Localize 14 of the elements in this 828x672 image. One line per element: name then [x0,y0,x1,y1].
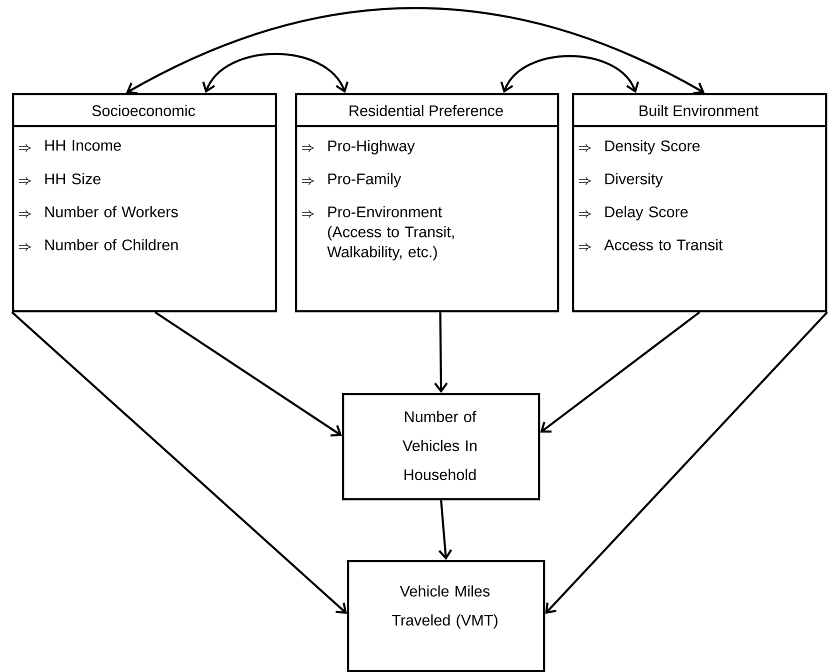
arrow [545,311,828,614]
process-box: Number of Vehicles In Household [342,393,540,500]
arrow [434,312,448,393]
arrow [202,52,348,93]
category-box: Built Environment Density Score Diversity Delay Score Access to Transit [572,93,828,312]
category-box: Socioeconomic HH Income HH Size Number of Workers Number of Children [12,93,278,312]
arrow [540,311,700,433]
arrow [438,500,452,560]
arrow [11,311,347,614]
process-box: Vehicle Miles Traveled (VMT) [347,560,546,672]
arrow [500,55,640,93]
arrow [126,7,705,94]
arrow [154,311,342,437]
category-box: Residential Preference Pro-Highway Pro-Family Pro-Environment (Access to Transit, Walkability, etc.) [295,93,560,312]
